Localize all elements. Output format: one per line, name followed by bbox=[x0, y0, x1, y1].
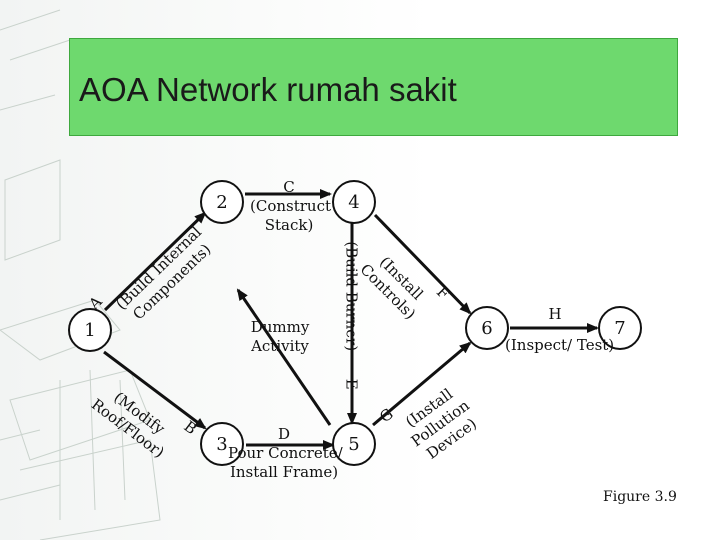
node-5: 5 bbox=[332, 422, 376, 466]
arrow-b bbox=[103, 350, 207, 430]
figure-caption: Figure 3.9 bbox=[603, 489, 677, 505]
node-7: 7 bbox=[598, 306, 642, 350]
arrow-a bbox=[103, 211, 207, 312]
label-d: D Pour Concrete/ Install Frame) bbox=[228, 425, 343, 481]
label-c: C (Construct Stack) bbox=[250, 178, 332, 234]
label-h: H (Inspect/ Test) bbox=[505, 305, 615, 354]
node-6: 6 bbox=[465, 306, 509, 350]
title-banner: AOA Network rumah sakit bbox=[69, 38, 678, 136]
arrow-g bbox=[372, 341, 472, 427]
page-title: AOA Network rumah sakit bbox=[79, 71, 457, 108]
node-4: 4 bbox=[332, 180, 376, 224]
arrow-f bbox=[373, 213, 472, 315]
label-dummy: Dummy Activity bbox=[250, 318, 310, 355]
arrow-dummy bbox=[236, 288, 332, 426]
node-2: 2 bbox=[200, 180, 244, 224]
node-1: 1 bbox=[68, 308, 112, 352]
node-3: 3 bbox=[200, 422, 244, 466]
